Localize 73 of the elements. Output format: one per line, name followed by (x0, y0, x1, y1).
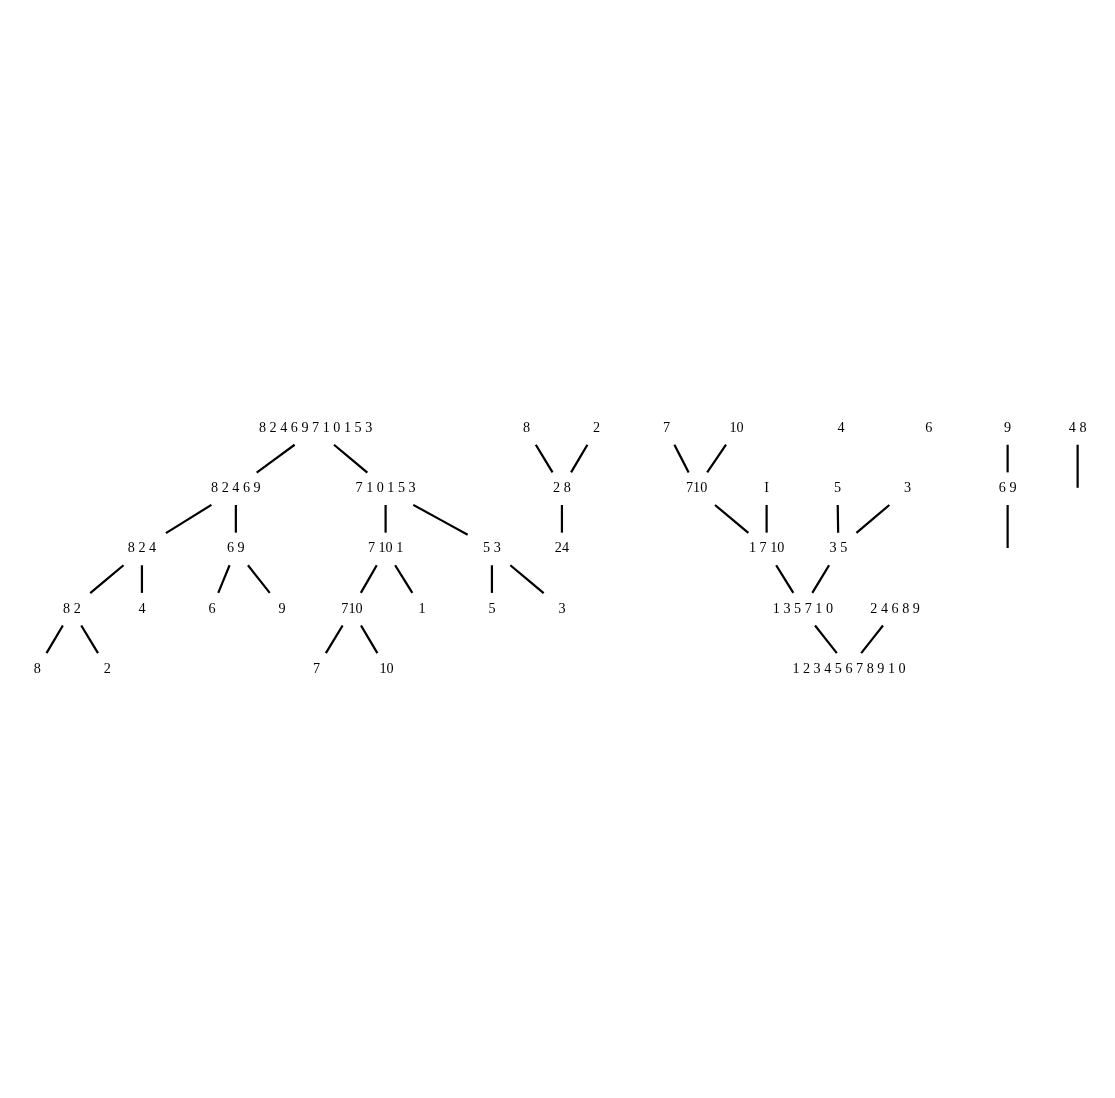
node-text: 5 (488, 599, 496, 616)
connector (765, 505, 768, 533)
connector (811, 564, 831, 594)
connector (360, 624, 379, 654)
node-text: 9 (1004, 418, 1012, 435)
connector (775, 564, 795, 594)
connector (165, 503, 212, 535)
node-text: 24 (554, 539, 570, 556)
node-text: 710 (686, 479, 708, 496)
node-text: 2 (103, 659, 111, 676)
node-text: 8 2 (63, 599, 81, 616)
connector (1006, 505, 1009, 549)
connector (247, 564, 271, 594)
connector (673, 444, 690, 473)
connector (256, 443, 296, 474)
node-text: 2 (592, 418, 601, 435)
node-text: 10 (729, 418, 744, 435)
connector (234, 505, 237, 533)
connector (412, 503, 469, 536)
connector (509, 564, 545, 594)
node-text: 5 (833, 479, 842, 496)
node-text: 6 9 (227, 539, 245, 556)
node-text: 3 5 (829, 539, 848, 556)
connector (1006, 444, 1009, 473)
node-text: 6 (925, 418, 933, 435)
connector (570, 444, 589, 473)
node-text: 6 9 (998, 479, 1017, 496)
node-text: 4 (138, 599, 146, 616)
connector (714, 504, 750, 534)
connector (384, 505, 387, 533)
connector (80, 624, 99, 654)
connector (560, 505, 564, 533)
connector (706, 444, 727, 474)
node-text: 7 10 1 (367, 539, 404, 556)
node-text: 8 2 4 (127, 539, 157, 556)
connector (324, 624, 344, 654)
node-text: 7 1 0 1 5 3 (355, 479, 416, 496)
connector (534, 444, 554, 473)
node-text: 4 8 (1068, 418, 1087, 435)
connector (1076, 444, 1079, 488)
node-text: 8 2 4 6 9 (211, 479, 261, 496)
node-text: 1 3 5 7 1 0 (772, 599, 834, 616)
node-text: 7 (312, 659, 321, 676)
node-text: 5 3 (483, 539, 501, 556)
node-text: 1 2 3 4 5 6 7 8 9 1 0 (792, 659, 906, 676)
connector (217, 564, 231, 594)
node-text: 8 2 4 6 9 7 1 0 1 5 3 (258, 418, 373, 435)
node-text: I (764, 479, 769, 496)
node-text: 1 (418, 599, 426, 616)
connector (45, 624, 64, 654)
node-text: 1 7 10 (748, 539, 785, 556)
connector (89, 564, 125, 594)
connector (860, 624, 884, 654)
node-text: 7 (662, 418, 671, 435)
connector (140, 565, 144, 593)
connector (394, 564, 414, 594)
node-text: 8 (33, 659, 41, 676)
connector (814, 624, 838, 654)
connector (836, 505, 840, 533)
connector (359, 564, 378, 594)
node-text: 10 (379, 659, 394, 676)
node-text: 2 8 (553, 479, 571, 496)
node-text: 710 (341, 599, 363, 616)
node-text: 9 (278, 599, 286, 616)
connector (855, 504, 891, 534)
node-text: 3 (558, 599, 566, 616)
node-text: 6 (208, 599, 216, 616)
node-text: 4 (837, 418, 845, 435)
connector (333, 443, 369, 474)
node-text: 3 (903, 479, 912, 496)
node-text: 8 (522, 418, 531, 435)
node-text: 2 4 6 8 9 (870, 599, 920, 616)
connector (490, 565, 494, 593)
